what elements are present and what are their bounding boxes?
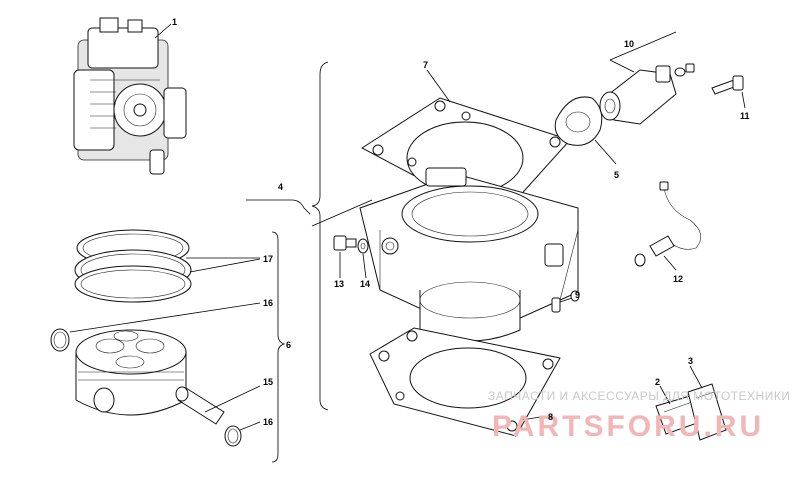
- label-part-13: 13: [334, 279, 344, 289]
- label-part-17: 17: [263, 254, 273, 264]
- label-part-14: 14: [360, 279, 370, 289]
- label-part-12: 12: [673, 274, 683, 284]
- label-part-7: 7: [423, 60, 428, 70]
- label-part-9: 9: [575, 290, 580, 300]
- circlip-bottom-drawing: [224, 421, 261, 447]
- part-labels: 1 2 3 4 5 6 7 8 9 10 11 12 13 14 15 16 1…: [172, 17, 750, 427]
- label-part-15: 15: [263, 377, 273, 387]
- bolt-13-drawing: [333, 235, 357, 278]
- label-part-16-bottom: 16: [263, 417, 273, 427]
- watermark: ЗАПЧАСТИ И АКСЕССУАРЫ ДЛЯ МОТОТЕХНИКИ PA…: [488, 389, 790, 443]
- label-part-5: 5: [614, 170, 619, 180]
- label-part-1: 1: [172, 17, 177, 27]
- piston-drawing: [75, 329, 187, 416]
- label-part-11: 11: [740, 111, 750, 121]
- watermark-brand: PARTSFORU.RU: [492, 410, 764, 443]
- clamp-3-drawing: [687, 365, 727, 441]
- piston-pin-drawing: [175, 385, 261, 425]
- label-part-16-top: 16: [263, 298, 273, 308]
- tensioner-gasket-drawing: [554, 96, 617, 165]
- label-part-10: 10: [624, 39, 634, 49]
- engine-assembly-drawing: [73, 17, 187, 175]
- label-part-8: 8: [548, 412, 553, 422]
- group-bracket-4: [246, 61, 373, 411]
- label-part-3: 3: [688, 356, 693, 366]
- circlip-top-drawing: [50, 302, 261, 352]
- dowel-pin-9-drawing: [551, 290, 580, 313]
- label-part-6: 6: [286, 340, 291, 350]
- label-part-4: 4: [278, 182, 283, 192]
- piston-rings-drawing: [74, 229, 261, 303]
- bolt-11-drawing: [711, 75, 746, 109]
- chain-tensioner-drawing: [599, 31, 695, 125]
- washer-14-drawing: [357, 238, 369, 279]
- cylinder-block-drawing: [359, 167, 579, 342]
- watermark-tagline: ЗАПЧАСТИ И АКСЕССУАРЫ ДЛЯ МОТОТЕХНИКИ: [488, 389, 790, 403]
- label-part-2: 2: [655, 377, 660, 387]
- group-bracket-6: [271, 231, 286, 463]
- temperature-sensor-drawing: [634, 181, 702, 271]
- base-gasket-drawing: [369, 327, 561, 437]
